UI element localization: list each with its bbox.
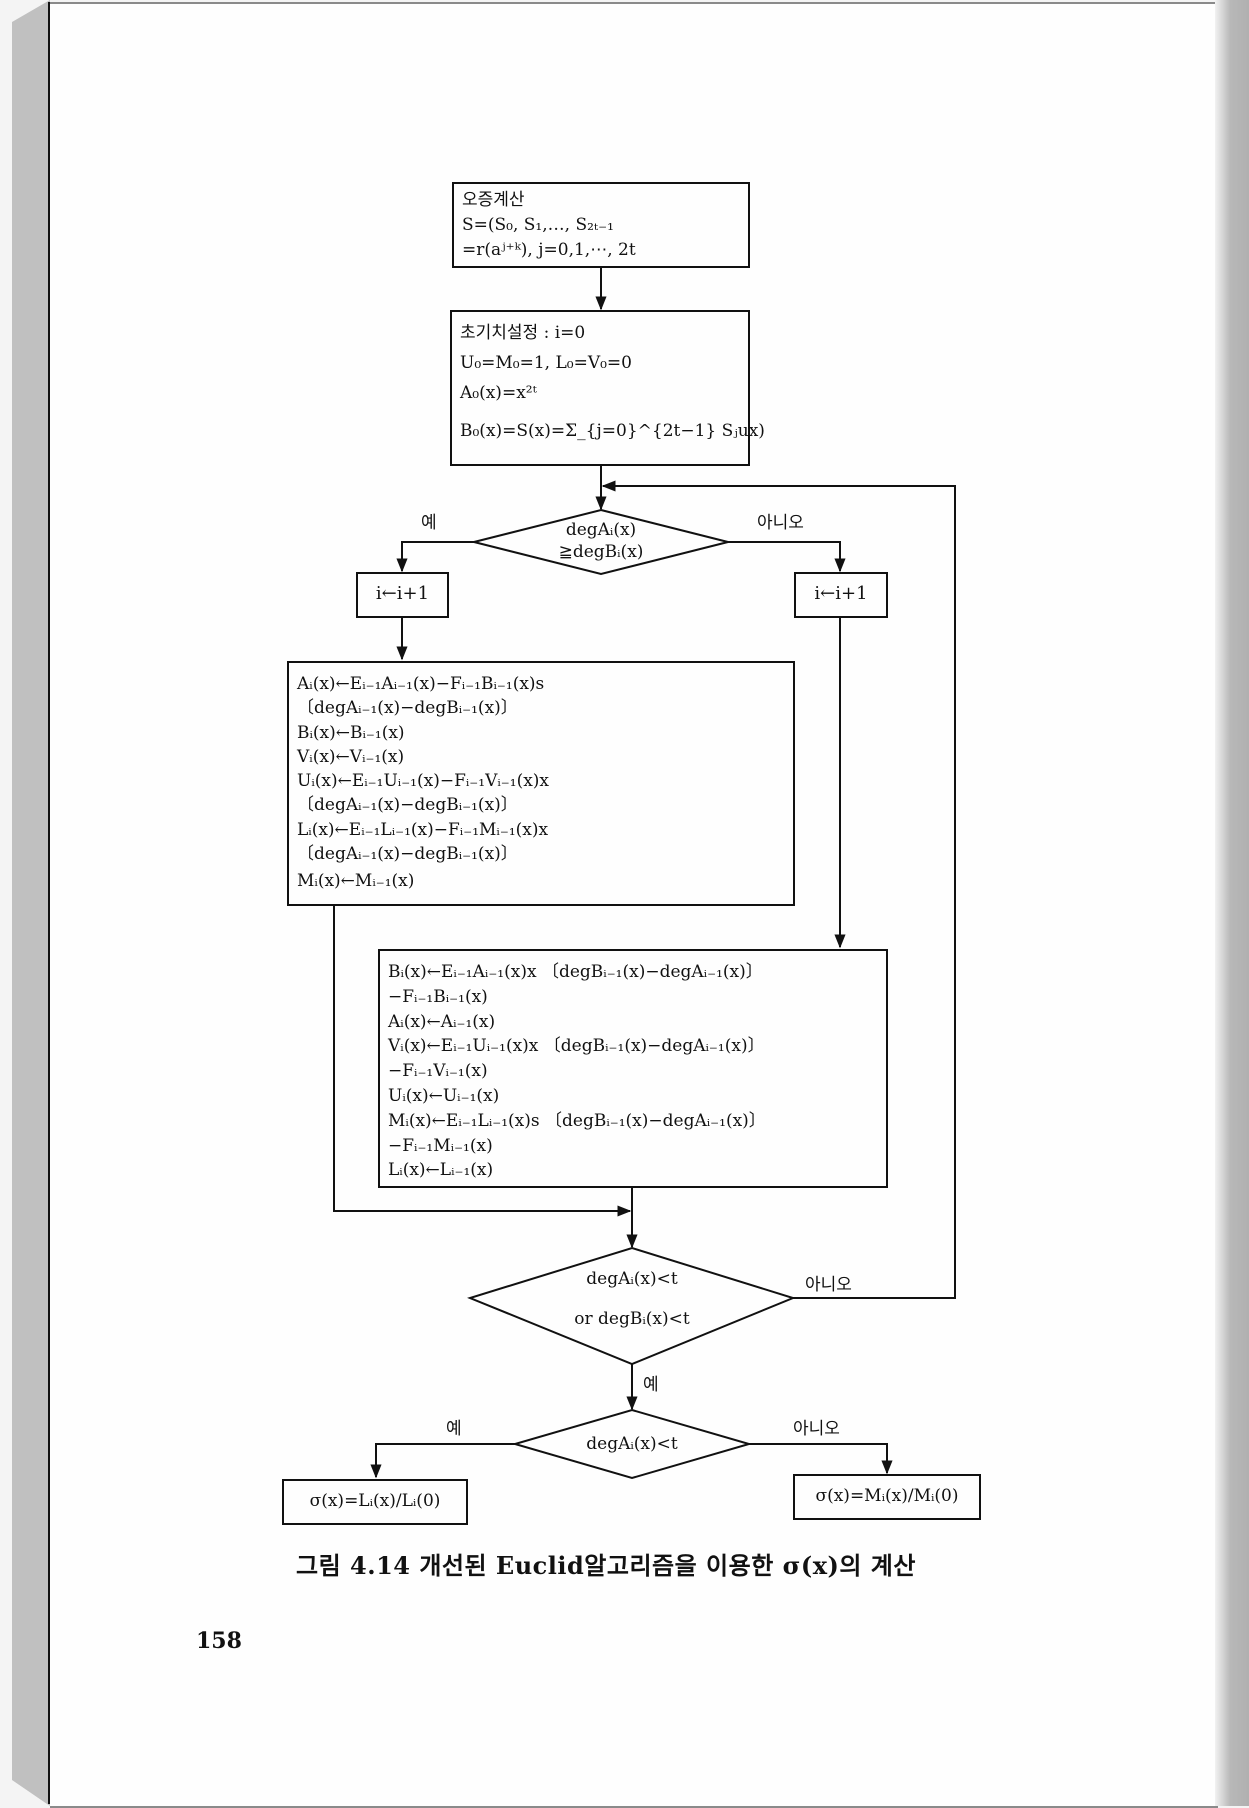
update-right-line: −Fᵢ₋₁Bᵢ₋₁(x)	[388, 986, 488, 1007]
result-left-box: σ(x)=Lᵢ(x)/Lᵢ(0)	[282, 1479, 468, 1525]
update-left-line: Vᵢ(x)←Vᵢ₋₁(x)	[297, 746, 405, 767]
update-right-box: Bᵢ(x)←Eᵢ₋₁Aᵢ₋₁(x)x 〔degBᵢ₋₁(x)−degAᵢ₋₁(x…	[378, 949, 888, 1188]
decision1-text: degAᵢ(x) ≧degBᵢ(x)	[530, 519, 672, 563]
arrow-left-to-merge	[333, 906, 632, 1217]
init-box: 초기치설정 : i=0 U₀=M₀=1, L₀=V₀=0 A₀(x)=x²ᵗ B…	[450, 310, 765, 466]
init-line: 초기치설정 : i=0	[460, 323, 586, 343]
update-left-box: Aᵢ(x)←Eᵢ₋₁Aᵢ₋₁(x)−Fᵢ₋₁Bᵢ₋₁(x)s 〔degAᵢ₋₁(…	[287, 661, 795, 906]
decision3-diamond	[511, 1408, 753, 1480]
figure-caption: 그림 4.14 개선된 Euclid알고리즘을 이용한 σ(x)의 계산	[296, 1551, 916, 1580]
decision3-yes-label: 예	[446, 1419, 462, 1439]
update-left-line: 〔degAᵢ₋₁(x)−degBᵢ₋₁(x)〕	[297, 844, 518, 865]
decision3-no-label: 아니오	[793, 1419, 840, 1439]
update-left-line: Bᵢ(x)←Bᵢ₋₁(x)	[297, 722, 405, 743]
syndrome-box: 오증계산 S=(S₀, S₁,…, S₂ₜ₋₁ =r(aʲ⁺ᵏ), j=0,1,…	[452, 182, 750, 268]
syndrome-line: S=(S₀, S₁,…, S₂ₜ₋₁	[462, 215, 614, 235]
decision2-line: degAᵢ(x)<t	[586, 1269, 678, 1289]
update-right-line: −Fᵢ₋₁Vᵢ₋₁(x)	[388, 1061, 488, 1082]
decision2-no-label: 아니오	[805, 1275, 852, 1295]
decision1-line: degAᵢ(x)	[565, 520, 637, 540]
arrow-decision1-no	[728, 541, 846, 573]
decision3-line: degAᵢ(x)<t	[586, 1434, 678, 1454]
result-right-box: σ(x)=Mᵢ(x)/Mᵢ(0)	[793, 1474, 981, 1520]
init-line: A₀(x)=x²ᵗ	[460, 383, 537, 403]
update-left-line: 〔degAᵢ₋₁(x)−degBᵢ₋₁(x)〕	[297, 698, 518, 719]
update-right-line: Vᵢ(x)←Eᵢ₋₁Uᵢ₋₁(x)x 〔degBᵢ₋₁(x)−degAᵢ₋₁(x…	[388, 1036, 765, 1057]
decision2-line: or degBᵢ(x)<t	[574, 1309, 690, 1329]
loop-back-line	[601, 480, 956, 1299]
decision1-yes-label: 예	[421, 513, 437, 533]
page-edge-shadow	[1215, 0, 1249, 1806]
book-spine	[12, 0, 50, 1806]
update-left-line: Uᵢ(x)←Eᵢ₋₁Uᵢ₋₁(x)−Fᵢ₋₁Vᵢ₋₁(x)x	[297, 771, 550, 792]
decision1-no-label: 아니오	[757, 513, 804, 533]
update-right-line: Uᵢ(x)←Uᵢ₋₁(x)	[388, 1085, 500, 1106]
update-left-line: Lᵢ(x)←Eᵢ₋₁Lᵢ₋₁(x)−Fᵢ₋₁Mᵢ₋₁(x)x	[297, 819, 549, 840]
decision1-diamond	[473, 508, 729, 576]
init-line: U₀=M₀=1, L₀=V₀=0	[460, 353, 632, 373]
update-right-line: Bᵢ(x)←Eᵢ₋₁Aᵢ₋₁(x)x 〔degBᵢ₋₁(x)−degAᵢ₋₁(x…	[388, 962, 763, 982]
update-right-line: −Fᵢ₋₁Mᵢ₋₁(x)	[388, 1135, 493, 1156]
decision2-yes-label: 예	[643, 1375, 659, 1395]
update-right-line: Aᵢ(x)←Aᵢ₋₁(x)	[388, 1011, 496, 1032]
increment-right-box: i←i+1	[794, 572, 888, 618]
init-line: B₀(x)=S(x)=Σ_{j=0}^{2t−1} Sⱼux)	[460, 421, 765, 441]
spine-edge	[48, 2, 50, 1804]
syndrome-line: 오증계산	[462, 190, 525, 210]
increment-left-box: i←i+1	[356, 572, 449, 618]
update-left-line: Aᵢ(x)←Eᵢ₋₁Aᵢ₋₁(x)−Fᵢ₋₁Bᵢ₋₁(x)s	[297, 674, 545, 694]
decision3-text: degAᵢ(x)<t	[552, 1433, 712, 1455]
arrow-decision1-yes	[396, 541, 474, 573]
syndrome-line: =r(aʲ⁺ᵏ), j=0,1,⋯, 2t	[462, 240, 636, 260]
decision1-line: ≧degBᵢ(x)	[558, 542, 644, 562]
update-left-line: Mᵢ(x)←Mᵢ₋₁(x)	[297, 871, 415, 892]
page-number: 158	[196, 1628, 242, 1654]
update-left-line: 〔degAᵢ₋₁(x)−degBᵢ₋₁(x)〕	[297, 795, 518, 816]
arrow-decision3-no	[749, 1443, 893, 1475]
arrow-decision3-yes	[370, 1443, 515, 1479]
update-right-line: Lᵢ(x)←Lᵢ₋₁(x)	[388, 1160, 494, 1181]
update-right-line: Mᵢ(x)←Eᵢ₋₁Lᵢ₋₁(x)s 〔degBᵢ₋₁(x)−degAᵢ₋₁(x…	[388, 1110, 766, 1131]
decision2-text: degAᵢ(x)<t or degBᵢ(x)<t	[532, 1259, 732, 1339]
